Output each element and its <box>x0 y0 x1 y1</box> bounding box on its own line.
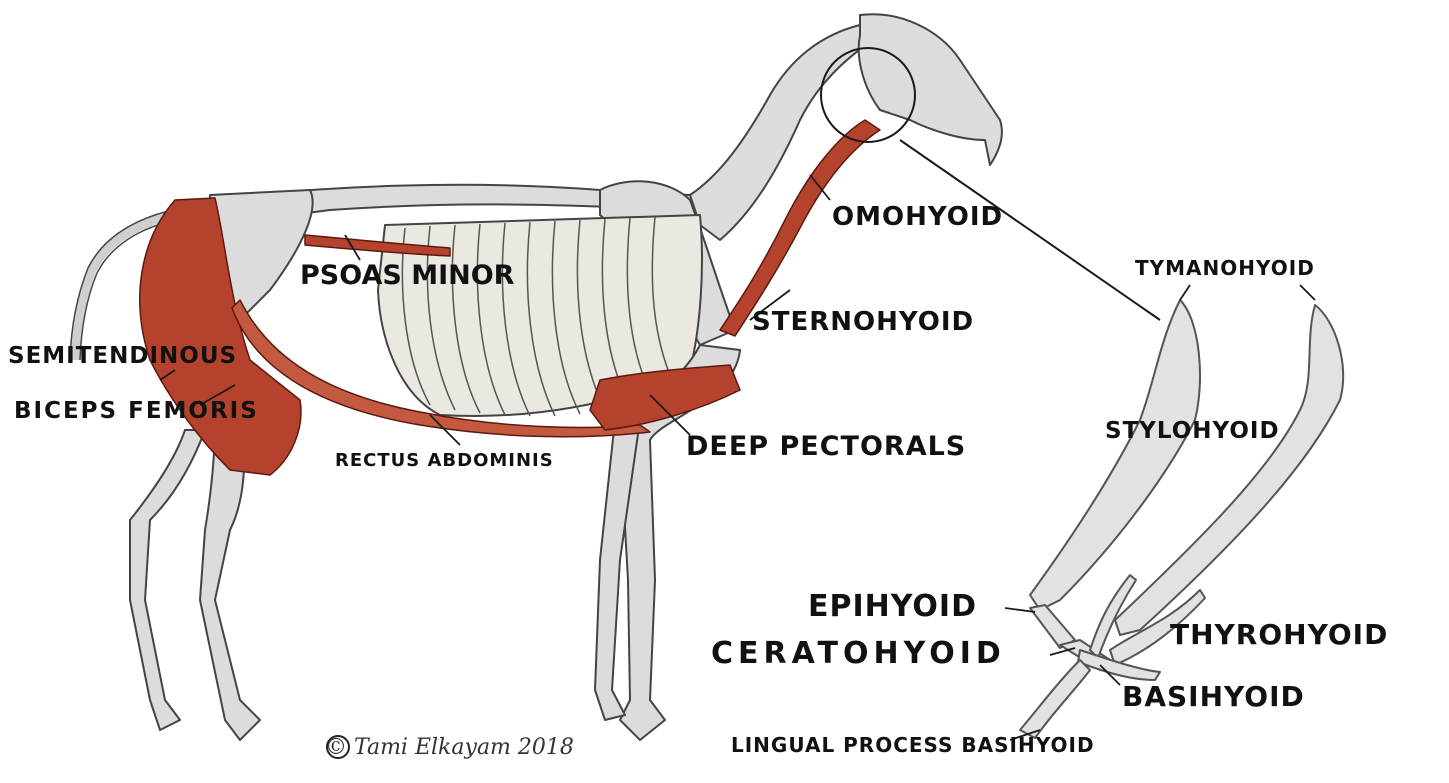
label-semitendinous: SEMITENDINOUS <box>8 345 237 368</box>
label-biceps-femoris: BICEPS FEMORIS <box>14 400 259 423</box>
label-omohyoid: OMOHYOID <box>832 204 1003 230</box>
label-rectus-abdominis: RECTUS ABDOMINIS <box>335 452 554 470</box>
label-epihyoid: EPIHYOID <box>808 592 977 622</box>
leader-tymanohyoid-right <box>1300 285 1315 300</box>
label-lingual-process-basihyoid: LINGUAL PROCESS BASIHYOID <box>731 735 1095 755</box>
label-deep-pectorals: DEEP PECTORALS <box>686 433 966 460</box>
label-stylohyoid: STYLOHYOID <box>1105 420 1280 443</box>
artist-signature: © Tami Elkayam 2018 <box>325 735 574 760</box>
hyoid-apparatus <box>1020 300 1343 738</box>
label-tymanohyoid: TYMANOHYOID <box>1135 258 1315 278</box>
label-sternohyoid: STERNOHYOID <box>752 309 974 335</box>
label-basihyoid: BASIHYOID <box>1122 683 1305 711</box>
label-psoas-minor: PSOAS MINOR <box>300 262 514 289</box>
hind-leg-far <box>130 430 205 730</box>
lingual-process-bone <box>1020 660 1090 738</box>
leader-tymanohyoid-left <box>1180 285 1190 300</box>
epihyoid-bone <box>1030 605 1075 648</box>
skull <box>859 14 1002 165</box>
label-ceratohyoid: CERATOHYOID <box>711 639 1006 669</box>
label-thyrohyoid: THYROHYOID <box>1170 621 1388 649</box>
